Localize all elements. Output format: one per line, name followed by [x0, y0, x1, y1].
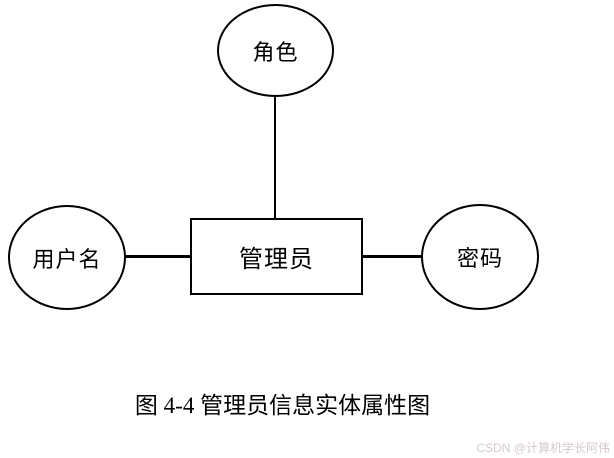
connector-username-to-entity	[124, 255, 191, 258]
attribute-ellipse-role: 角色	[217, 4, 334, 97]
connector-role-to-entity	[274, 96, 276, 219]
connector-entity-to-password	[362, 255, 422, 258]
attribute-label-role: 角色	[252, 39, 299, 65]
attribute-label-username: 用户名	[32, 246, 102, 272]
csdn-watermark: CSDN @计算机学长阿伟	[476, 441, 610, 455]
attribute-ellipse-password: 密码	[421, 204, 539, 310]
attribute-label-password: 密码	[456, 246, 503, 271]
entity-label-admin: 管理员	[239, 246, 314, 273]
figure-caption: 图 4-4 管理员信息实体属性图	[134, 393, 431, 418]
attribute-ellipse-username: 用户名	[8, 205, 126, 310]
entity-rectangle-admin: 管理员	[190, 218, 363, 295]
